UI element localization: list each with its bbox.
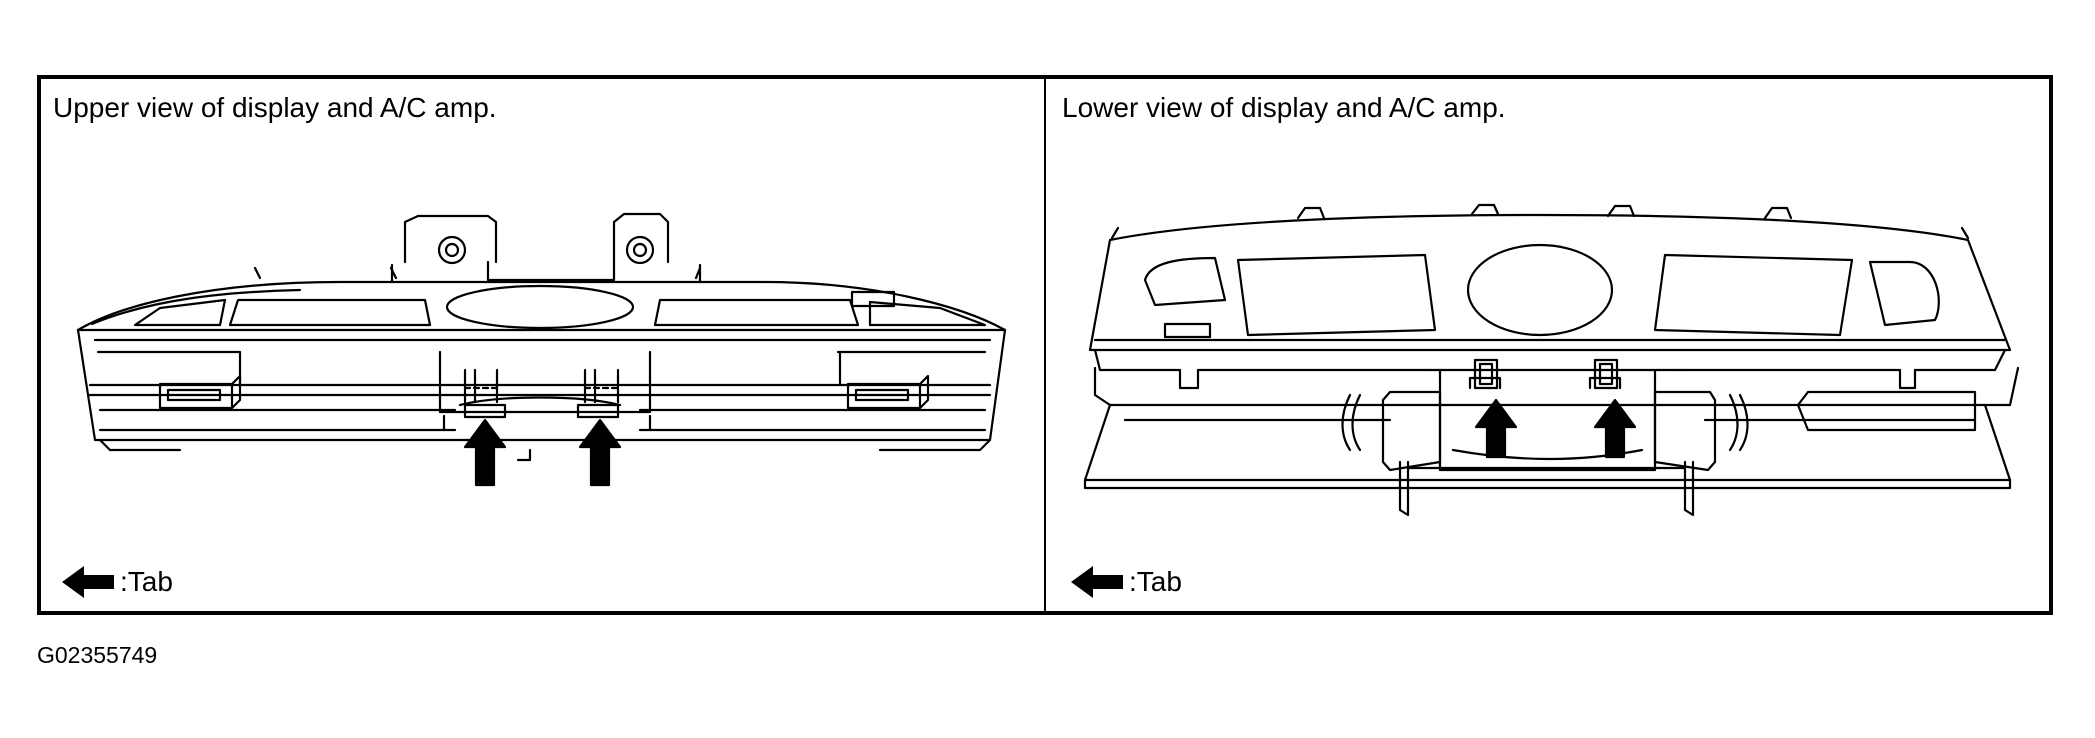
- lower-view-legend: :Tab: [1069, 562, 1182, 602]
- tab-arrow-icon: [463, 418, 507, 487]
- upper-view-unit-drawing: [76, 212, 1007, 462]
- tab-arrow-icon: [578, 418, 622, 487]
- panel-divider: [1044, 79, 1046, 611]
- left-arrow-icon: [62, 566, 114, 598]
- lower-view-unit-drawing: [1083, 203, 2020, 517]
- figure-frame: [37, 75, 2053, 615]
- upper-view-legend: :Tab: [60, 562, 173, 602]
- upper-view-caption: Upper view of display and A/C amp.: [53, 92, 497, 123]
- legend-label: :Tab: [120, 566, 173, 597]
- legend-label: :Tab: [1129, 566, 1182, 597]
- figure-id: G02355749: [37, 642, 158, 668]
- tab-arrow-icon: [1474, 398, 1518, 459]
- lower-view-caption: Lower view of display and A/C amp.: [1062, 92, 1506, 123]
- left-arrow-icon: [1071, 566, 1123, 598]
- tab-arrow-icon: [1593, 398, 1637, 459]
